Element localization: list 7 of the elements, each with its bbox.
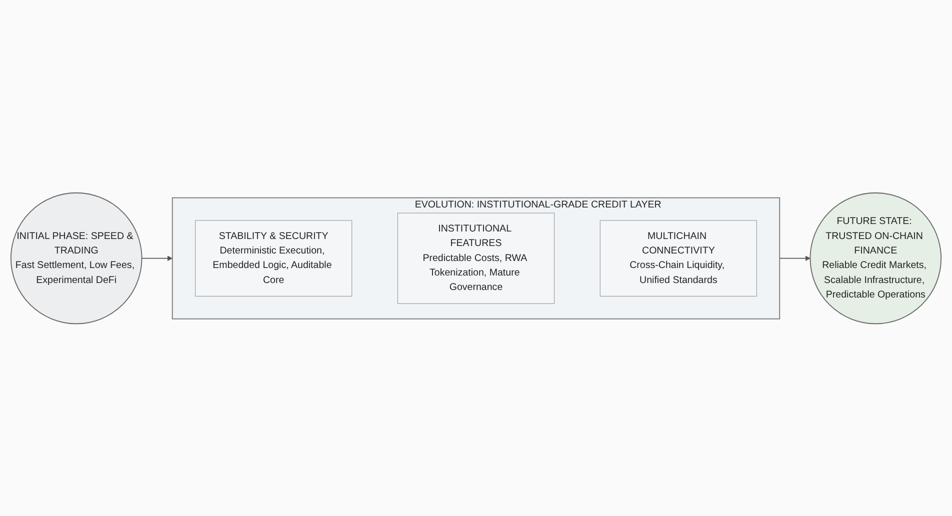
node-box: STABILITY & SECURITY Deterministic Execution, Embedded Logic, Auditable Core [195,220,352,296]
arrow [141,255,173,261]
node-box: MULTICHAIN CONNECTIVITY Cross-Chain Liquidity, Unified Standards [600,220,757,296]
arrow [779,255,810,261]
node-circle: FUTURE STATE: TRUSTED ON-CHAIN FINANCE Reliable Credit Markets, Scalable Infrastructure, Predictable Operations [810,192,942,324]
node-circle: INITIAL PHASE: SPEED & TRADING Fast Settlement, Low Fees, Experimental DeFi [10,192,142,324]
node-box: INSTITUTIONAL FEATURES Predictable Costs, RWA Tokenization, Mature Governance [397,212,555,304]
